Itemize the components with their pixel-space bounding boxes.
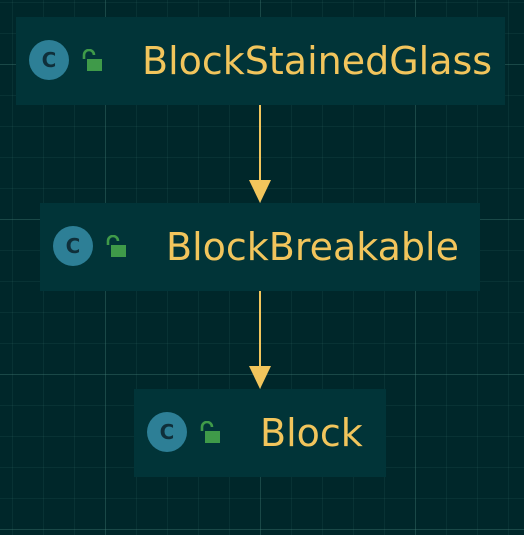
class-name-label: BlockStainedGlass [142,39,493,83]
class-icon: C [53,226,93,266]
class-node-block[interactable]: C Block [134,389,386,477]
class-name-label: BlockBreakable [166,225,459,269]
class-node-blockbreakable[interactable]: C BlockBreakable [40,203,480,291]
edge-blockbreakable-to-block [249,291,271,389]
class-node-blockstainedglass[interactable]: C BlockStainedGlass [16,17,505,105]
class-icon: C [29,40,69,80]
unlock-icon [200,421,220,443]
class-icon: C [147,412,187,452]
edge-blockstainedglass-to-blockbreakable [249,105,271,203]
unlock-icon [82,49,102,71]
unlock-icon [106,235,126,257]
class-name-label: Block [260,411,363,455]
